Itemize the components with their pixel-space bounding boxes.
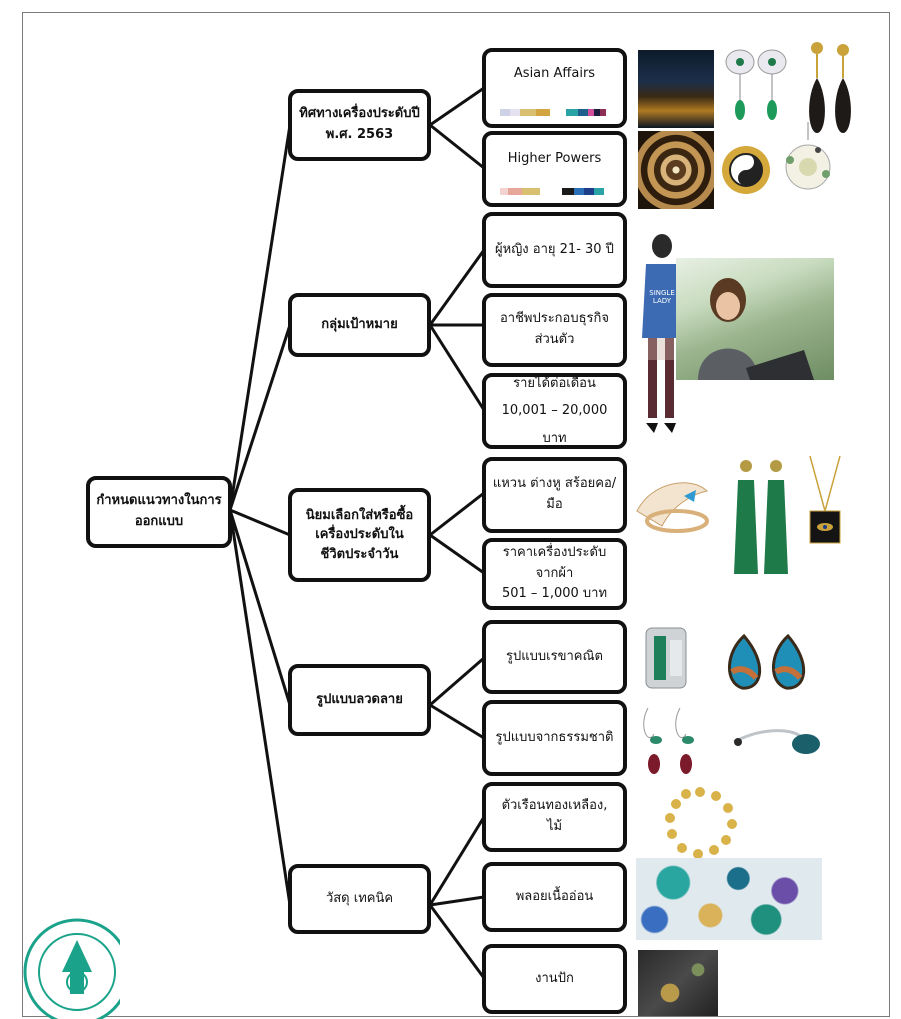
boulder-opal-earrings-image (728, 633, 805, 690)
green-tassel-earrings-image (734, 460, 788, 574)
brass-necklace-image (665, 787, 737, 859)
leaf-asian-affairs-label: Asian Affairs (513, 66, 596, 81)
hummingbird-earrings-image (643, 707, 694, 774)
soft-gemstones-photo (636, 858, 822, 940)
black-drop-earrings-image (809, 42, 851, 133)
leaf-higher-powers: Higher Powers (482, 131, 627, 207)
root-node: กำหนดแนวทางในการ ออกแบบ (86, 476, 232, 548)
branch-pattern-style: รูปแบบลวดลาย (288, 664, 431, 736)
leaf-nature-pattern: รูปแบบจากธรรมชาติ (482, 700, 627, 776)
leaf-higher-powers-label: Higher Powers (507, 151, 602, 166)
tshirt-text: SINGLE LADY (649, 289, 675, 305)
leaf-brass-wood-body: ตัวเรือนทองเหลือง, ไม้ (482, 782, 627, 852)
dragon-earrings-image (725, 49, 787, 120)
higher-powers-color-swatches (500, 188, 604, 195)
university-seal-logo (23, 918, 120, 1019)
beetle-bangle-image (733, 729, 820, 754)
woman-laptop-photo (676, 258, 834, 380)
leaf-asian-affairs: Asian Affairs (482, 48, 627, 128)
single-lady-illustration (642, 234, 682, 433)
leaf-women-age: ผู้หญิง อายุ 21- 30 ปี (482, 212, 627, 288)
higher-powers-photo (638, 131, 714, 209)
yin-yang-ring-image (722, 146, 770, 194)
page-frame (22, 12, 890, 1017)
leaf-geometric-pattern: รูปแบบเรขาคณิต (482, 620, 627, 694)
leaf-soft-gemstones: พลอยเนื้ออ่อน (482, 862, 627, 932)
geometric-ring-image (645, 627, 687, 689)
asian-affairs-color-swatches (500, 109, 606, 116)
branch-daily-wear-preference: นิยมเลือกใส่หรือซื้อ เครื่องประดับใน ชีว… (288, 488, 431, 582)
leaf-occupation: อาชีพประกอบธุรกิจ ส่วนตัว (482, 293, 627, 367)
leaf-fabric-jewelry-price: ราคาเครื่องประดับจากผ้า 501 – 1,000 บาท (482, 538, 627, 610)
asian-affairs-photo (638, 50, 714, 128)
eye-pendant-necklace-image (809, 456, 841, 544)
branch-material-technique: วัสดุ เทคนิค (288, 864, 431, 934)
leaf-monthly-income: รายได้ต่อเดือน 10,001 – 20,000 บาท (482, 373, 627, 449)
branch-jewelry-trend-2020: ทิศทางเครื่องประดับปี พ.ศ. 2563 (288, 89, 431, 161)
flower-pendant-image (785, 122, 831, 190)
leaf-embroidery: งานปัก (482, 944, 627, 1014)
branch-target-group: กลุ่มเป้าหมาย (288, 293, 431, 357)
leaf-jewelry-types: แหวน ต่างหู สร้อยคอ/มือ (482, 457, 627, 533)
bird-ring-image (636, 482, 709, 533)
embroidery-photo (638, 950, 718, 1016)
